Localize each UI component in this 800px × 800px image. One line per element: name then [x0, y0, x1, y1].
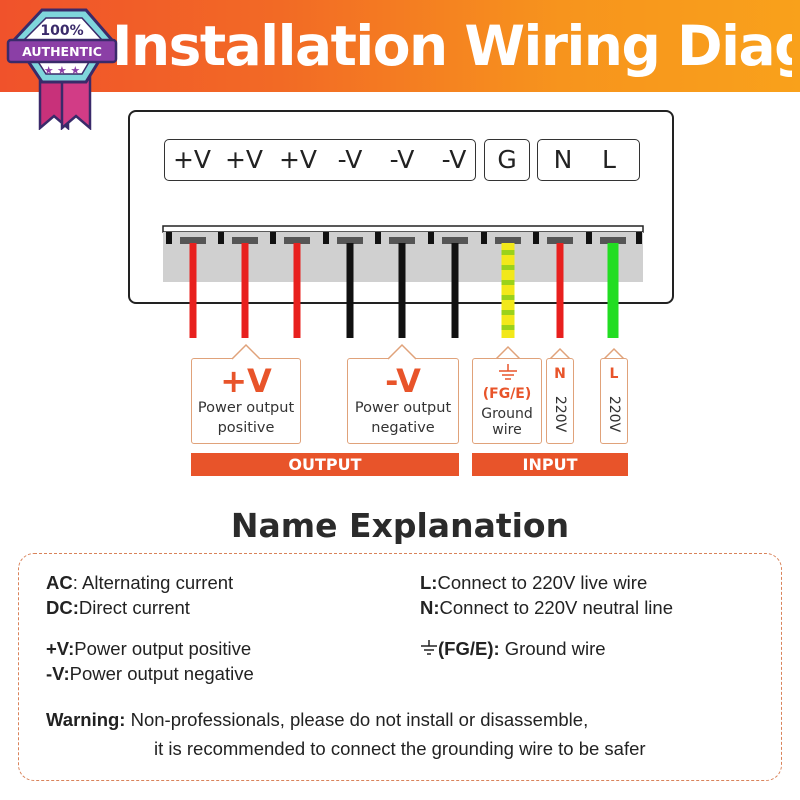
output-negative-symbol: -V [385, 362, 421, 400]
dc-definition: DC:Direct current [46, 597, 190, 618]
ground-wire-stripe [501, 250, 515, 255]
live-voltage: 220V [606, 395, 622, 433]
ground-line2: wire [492, 422, 522, 438]
ground-wire-stripe [501, 325, 515, 330]
terminal-screw [389, 237, 415, 244]
wire [346, 243, 354, 338]
dc-label-box [164, 139, 476, 181]
badge-stars-icon: ★ ★ ★ [44, 64, 81, 77]
ground-box [472, 358, 542, 444]
output-negative-line1: Power output [354, 400, 452, 416]
terminal-divider [375, 232, 381, 244]
wire [189, 243, 197, 338]
terminal-divider [218, 232, 224, 244]
terminal-screw [495, 237, 521, 244]
terminal-label: -V [337, 145, 363, 174]
ground-wire-stripe [501, 295, 515, 300]
ac-label-box [537, 139, 640, 181]
wire [398, 243, 406, 338]
name-explanation-heading: Name Explanation [230, 506, 570, 545]
terminal-divider [636, 232, 642, 244]
ac-definition: AC: Alternating current [46, 572, 234, 593]
input-bar: INPUT [472, 453, 628, 476]
terminal-divider [270, 232, 276, 244]
terminal-divider [428, 232, 434, 244]
warning-line2: it is recommended to connect the groundi… [154, 738, 646, 759]
ground-symbol-icon [421, 640, 437, 655]
output-bar: OUTPUT [191, 453, 459, 476]
output-positive-line2: positive [217, 420, 275, 436]
neutral-box [546, 358, 574, 444]
output-positive-symbol: +V [220, 362, 272, 400]
wire [607, 243, 619, 338]
terminal-screw [547, 237, 573, 244]
ground-wire-stripe [501, 310, 515, 315]
authentic-badge-icon: 100% AUTHENTIC ★ ★ ★ [6, 8, 118, 130]
l-definition: L:Connect to 220V live wire [420, 572, 648, 593]
badge-line2: AUTHENTIC [22, 44, 102, 59]
pv-definition: +V:Power output positive [46, 638, 252, 659]
terminal-screw [600, 237, 626, 244]
wire [241, 243, 249, 338]
page-title: Installation Wiring Diagram [112, 14, 792, 78]
n-definition: N:Connect to 220V neutral line [420, 597, 673, 618]
ground-wire-stripe [501, 265, 515, 270]
live-box [600, 358, 628, 444]
terminal-screw [180, 237, 206, 244]
terminal-screw [232, 237, 258, 244]
ground-wire-stripe [501, 280, 515, 285]
nv-definition: -V:Power output negative [46, 663, 254, 684]
terminal-screw [442, 237, 468, 244]
explanation-panel [18, 553, 782, 781]
ground-code: (FG/E) [482, 386, 532, 402]
terminal-label: -V [389, 145, 415, 174]
neutral-letter: N [554, 366, 566, 382]
terminal-strip-top [162, 225, 644, 233]
ground-line1: Ground [481, 406, 533, 422]
output-positive-box [191, 358, 301, 444]
ground-wire [501, 243, 515, 338]
output-positive-line1: Power output [197, 400, 295, 416]
output-negative-line2: negative [371, 420, 435, 436]
ground-label-box [484, 139, 530, 181]
wire [293, 243, 301, 338]
output-negative-box [347, 358, 459, 444]
terminal-label: L [602, 145, 616, 174]
terminal-screw [284, 237, 310, 244]
badge-line1: 100% [40, 23, 83, 39]
terminal-divider [323, 232, 329, 244]
neutral-voltage: 220V [552, 395, 568, 433]
terminal-label: N [553, 145, 573, 174]
terminal-screw [337, 237, 363, 244]
title-banner [0, 0, 800, 92]
terminal-divider [533, 232, 539, 244]
terminal-label: +V [224, 145, 264, 174]
warning-line1: Warning: Non-professionals, please do no… [46, 709, 589, 730]
terminal-label: +V [172, 145, 212, 174]
terminal-label: +V [278, 145, 318, 174]
terminal-label: -V [441, 145, 467, 174]
live-letter: L [609, 366, 619, 382]
terminal-label: G [497, 145, 517, 174]
ground-icon [496, 364, 520, 382]
ground-definition: (FG/E): Ground wire [420, 638, 606, 660]
wire [556, 243, 564, 338]
terminal-divider [166, 232, 172, 244]
terminal-divider [481, 232, 487, 244]
terminal-divider [586, 232, 592, 244]
wire [451, 243, 459, 338]
